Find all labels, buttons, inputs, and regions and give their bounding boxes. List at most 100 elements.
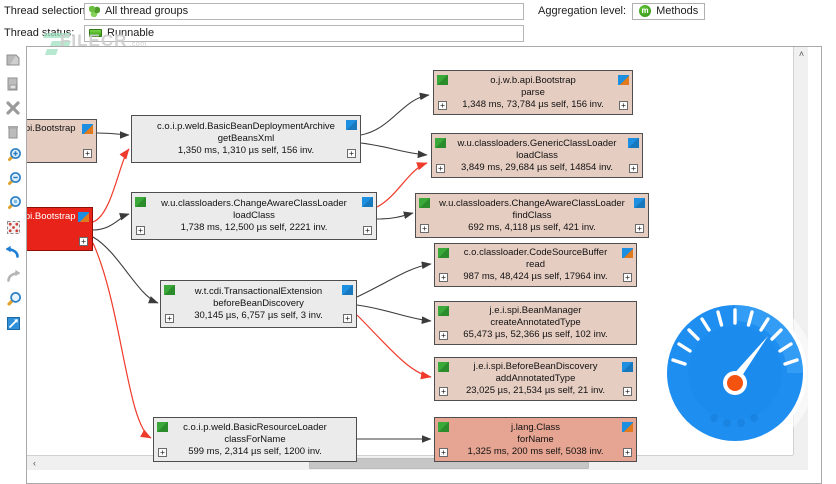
node-outgoing-badge-icon[interactable] xyxy=(78,212,89,222)
node-method-line: getBeansXml xyxy=(217,133,275,144)
node-incoming-badge-icon[interactable] xyxy=(435,138,446,148)
node-incoming-badge-icon[interactable] xyxy=(157,422,168,432)
node-expand-right-button[interactable]: + xyxy=(623,387,632,396)
graph-node-beanmanager-createannotatedtype[interactable]: j.e.i.spi.BeanManager createAnnotatedTyp… xyxy=(434,301,637,345)
node-method-line: beforeBeanDiscovery xyxy=(213,298,304,309)
canvas-vertical-scrollbar[interactable]: ˄ ˅ xyxy=(793,47,808,470)
fit-to-window-button[interactable] xyxy=(3,217,24,238)
node-incoming-badge-icon[interactable] xyxy=(438,422,449,432)
delete-button[interactable] xyxy=(3,121,24,142)
graph-node-changeawareclassloader-loadclass[interactable]: w.u.classloaders.ChangeAwareClassLoader … xyxy=(131,192,377,240)
node-incoming-badge-icon[interactable] xyxy=(437,75,448,85)
thread-status-combo[interactable]: Runnable xyxy=(84,24,524,42)
node-outgoing-badge-icon[interactable] xyxy=(622,362,633,372)
node-expand-left-button[interactable]: + xyxy=(158,448,167,457)
redo-button[interactable] xyxy=(3,265,24,286)
zoom-reset-button[interactable] xyxy=(3,193,24,214)
graph-node-transactionalextension[interactable]: w.t.cdi.TransactionalExtension beforeBea… xyxy=(160,280,357,328)
print-view-button[interactable] xyxy=(3,73,24,94)
node-incoming-badge-icon[interactable] xyxy=(438,306,449,316)
node-outgoing-badge-icon[interactable] xyxy=(628,138,639,148)
node-expand-right-button[interactable]: + xyxy=(83,149,92,158)
undo-button[interactable] xyxy=(3,241,24,262)
node-outgoing-badge-icon[interactable] xyxy=(342,285,353,295)
node-class-line: w.u.classloaders.GenericClassLoader xyxy=(457,137,617,149)
graph-node-bootstrap-parse[interactable]: o.j.w.b.api.Bootstrap parse 1,348 ms, 73… xyxy=(433,70,633,115)
node-stats-line: 599 ms, 2,314 µs self, 1200 inv. xyxy=(188,445,322,457)
node-incoming-badge-icon[interactable] xyxy=(135,197,146,207)
scroll-up-arrow[interactable]: ˄ xyxy=(794,47,808,61)
node-class-line: c.o.classloader.CodeSourceBuffer xyxy=(463,247,608,258)
thread-status-row: Thread status: Runnable xyxy=(0,22,836,44)
node-class-line: j.e.i.spi.BeforeBeanDiscovery xyxy=(473,361,598,372)
node-method-line: loadClass xyxy=(516,149,558,161)
graph-node-changeawareclassloader-findclass[interactable]: w.u.classloaders.ChangeAwareClassLoader … xyxy=(415,193,649,238)
node-method-line: s xyxy=(27,135,74,147)
node-stats-line: 3,849 ms, 29,684 µs self, 14854 inv. xyxy=(460,161,614,173)
show-source-button[interactable] xyxy=(3,313,24,334)
node-expand-right-button[interactable]: + xyxy=(623,448,632,457)
node-method-line: forName xyxy=(517,433,554,445)
node-expand-left-button[interactable]: + xyxy=(136,226,145,235)
graph-node-jlangclass-forname[interactable]: j.lang.Class forName 1,325 ms, 200 ms se… xyxy=(434,417,637,462)
node-outgoing-badge-icon[interactable] xyxy=(362,197,373,207)
node-expand-left-button[interactable]: + xyxy=(438,101,447,110)
node-expand-left-button[interactable]: + xyxy=(436,164,445,173)
node-outgoing-badge-icon[interactable] xyxy=(622,248,633,258)
call-graph-edges xyxy=(92,92,432,443)
graph-node-codesourcebuffer-read[interactable]: c.o.classloader.CodeSourceBuffer read 98… xyxy=(434,243,637,287)
call-graph-canvas[interactable]: o.j.w.b.api.Bootstrap s elf, 9 inv. + o.… xyxy=(27,47,808,470)
graph-node-basicresourceloader[interactable]: c.o.i.p.weld.BasicResourceLoader classFo… xyxy=(153,417,357,462)
graph-node-beforebeandiscovery-addannotatedtype[interactable]: j.e.i.spi.BeforeBeanDiscovery addAnnotat… xyxy=(434,357,637,401)
node-expand-left-button[interactable]: + xyxy=(420,224,429,233)
node-outgoing-badge-icon[interactable] xyxy=(618,75,629,85)
zoom-out-button[interactable] xyxy=(3,169,24,190)
thread-status-label: Thread status: xyxy=(4,27,75,39)
methods-icon: m xyxy=(639,5,652,17)
node-incoming-badge-icon[interactable] xyxy=(419,198,430,208)
node-class-line: o.j.w.b.api.Bootstrap xyxy=(27,123,76,134)
node-incoming-badge-icon[interactable] xyxy=(164,285,175,295)
node-incoming-badge-icon[interactable] xyxy=(438,362,449,372)
node-expand-left-button[interactable]: + xyxy=(439,331,448,340)
node-expand-right-button[interactable]: + xyxy=(347,149,356,158)
thread-selection-combo[interactable]: All thread groups xyxy=(84,2,524,20)
graph-node-bootstrap-startup[interactable]: o.j.w.b.api.Bootstrap s elf, 9 inv. + xyxy=(27,119,97,163)
node-expand-left-button[interactable]: + xyxy=(439,387,448,396)
remove-node-button[interactable] xyxy=(3,97,24,118)
node-method-line: classForName xyxy=(224,433,286,445)
canvas-horizontal-scrollbar[interactable]: ‹ › xyxy=(27,455,808,470)
node-expand-right-button[interactable]: + xyxy=(343,314,352,323)
scroll-left-arrow[interactable]: ‹ xyxy=(27,456,42,470)
node-expand-right-button[interactable]: + xyxy=(619,101,628,110)
graph-node-genericclassloader-loadclass[interactable]: w.u.classloaders.GenericClassLoader load… xyxy=(431,133,643,178)
node-outgoing-badge-icon[interactable] xyxy=(634,198,645,208)
node-expand-left-button[interactable]: + xyxy=(439,273,448,282)
node-expand-right-button[interactable]: + xyxy=(623,273,632,282)
find-button[interactable] xyxy=(3,289,24,310)
node-outgoing-badge-icon[interactable] xyxy=(622,422,633,432)
node-stats-line: elf, 9 inv. xyxy=(27,235,70,247)
export-view-button[interactable] xyxy=(3,49,24,70)
node-expand-left-button[interactable]: + xyxy=(165,314,174,323)
graph-node-bootstrap-hot[interactable]: o.j.w.b.api.Bootstrap on elf, 9 inv. + xyxy=(27,207,93,251)
node-expand-left-button[interactable]: + xyxy=(439,448,448,457)
node-expand-right-button[interactable]: + xyxy=(79,237,88,246)
node-method-line: on xyxy=(27,223,70,235)
node-expand-right-button[interactable]: + xyxy=(363,226,372,235)
node-incoming-badge-icon[interactable] xyxy=(438,248,449,258)
node-class-line: w.u.classloaders.ChangeAwareClassLoader xyxy=(161,198,347,209)
thread-status-value: Runnable xyxy=(107,27,155,39)
node-stats-line: 30,145 µs, 6,757 µs self, 3 inv. xyxy=(194,310,323,321)
aggregation-level-button[interactable]: m Methods xyxy=(632,2,706,20)
graph-node-basicbeandeploymentarchive[interactable]: c.o.i.p.weld.BasicBeanDeploymentArchive … xyxy=(131,115,361,163)
node-method-line: createAnnotatedType xyxy=(490,317,581,328)
node-outgoing-badge-icon[interactable] xyxy=(346,120,357,130)
node-outgoing-badge-icon[interactable] xyxy=(82,124,93,134)
node-expand-right-button[interactable]: + xyxy=(635,224,644,233)
zoom-in-button[interactable] xyxy=(3,145,24,166)
node-method-line: findClass xyxy=(512,209,552,221)
thread-groups-icon xyxy=(89,5,100,17)
node-expand-right-button[interactable]: + xyxy=(629,164,638,173)
